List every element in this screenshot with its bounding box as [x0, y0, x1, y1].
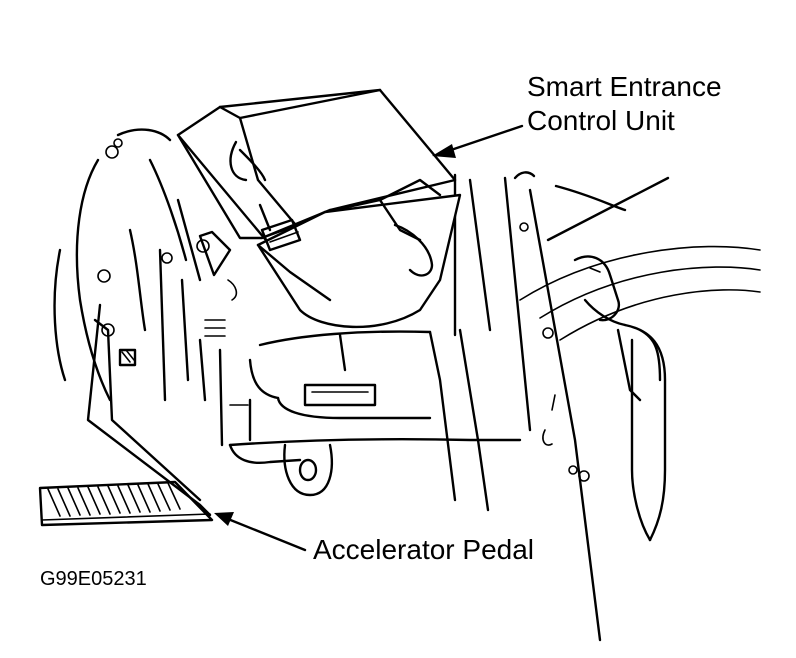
- leader-accelerator: [214, 512, 307, 552]
- label-accelerator-pedal: Accelerator Pedal: [313, 534, 535, 565]
- body-panels: [453, 171, 602, 642]
- label-smart-entrance-control-unit-line2: Control Unit: [527, 105, 675, 136]
- accelerator-pedal: [38, 303, 214, 527]
- floor-panel: [198, 328, 522, 512]
- label-smart-entrance-control-unit-line1: Smart Entrance: [527, 71, 722, 102]
- dash-panel: [53, 128, 238, 402]
- kick-panel: [519, 176, 761, 341]
- wiring-harness: [573, 255, 667, 542]
- pedal-tread: [47, 482, 181, 517]
- figure-code: G99E05231: [40, 568, 147, 590]
- control-unit: [176, 88, 462, 329]
- leader-smart-entrance: [432, 124, 524, 158]
